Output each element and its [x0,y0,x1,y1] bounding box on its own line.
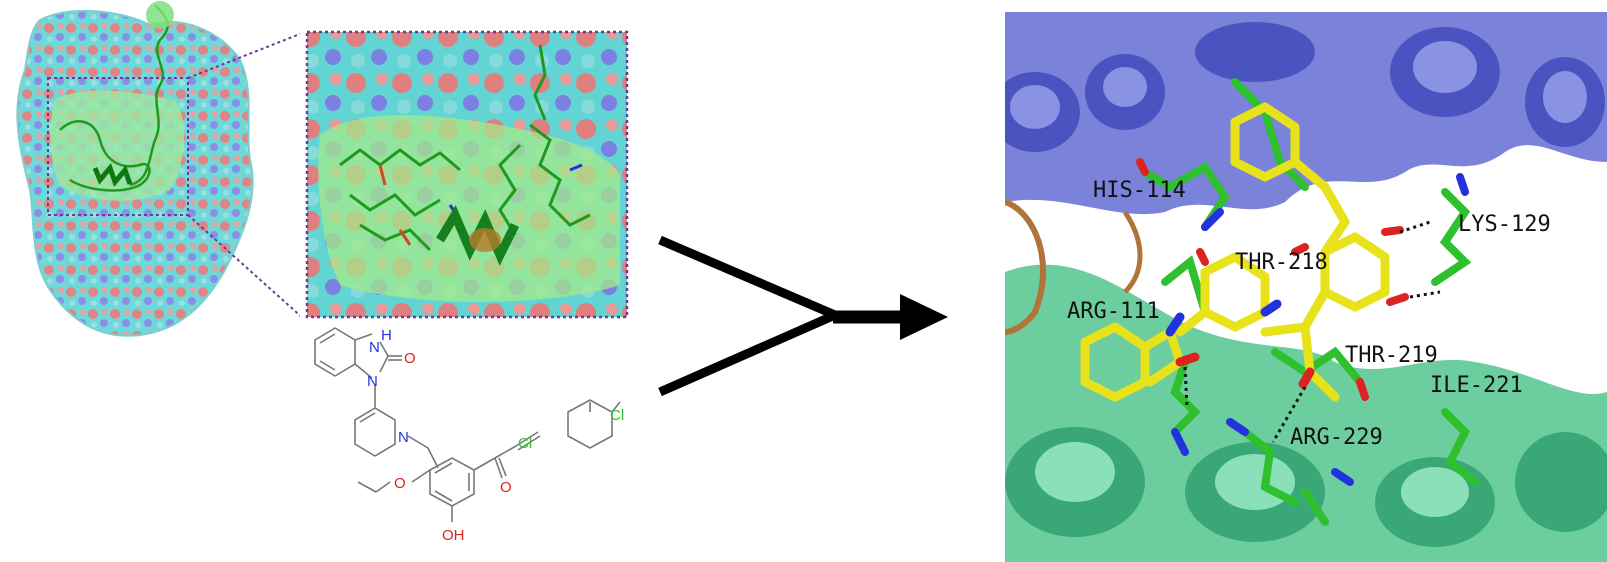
nitrogen-atoms [1171,173,1469,486]
arrow-lower-branch [658,310,837,397]
peptide-contact-surface [50,90,185,201]
residue-label-thr219: THR-219 [1345,343,1438,368]
peptide-terminal-blob [146,1,174,29]
ligand-bonds [314,327,621,522]
atom-label-h: H [381,327,392,344]
binding-site-render: HIS-114 LYS-129 THR-218 ARG-111 THR-219 … [1005,12,1607,562]
merge-arrow [658,235,948,397]
peptide-helix-core [92,163,133,187]
protein-surface-render [16,1,300,337]
zoomed-binding-region [305,30,629,319]
carbonyl-highlight [469,228,501,252]
atom-label-o2: O [394,475,406,492]
brown-loop-2 [1122,210,1143,294]
ligand-sticks [1080,102,1390,402]
peptide-sticks [339,44,591,252]
green-helix-highlights [1035,442,1469,517]
atom-label-n1: N [369,339,380,356]
atom-label-oh: OH [442,527,465,544]
zoom-frame [305,30,629,319]
residue-label-arg229: ARG-229 [1290,425,1383,450]
residue-label-ile221: ILE-221 [1430,373,1523,398]
peptide-tail [129,4,169,187]
residue-label-his114: HIS-114 [1093,178,1186,203]
oxygen-sticks [378,164,412,246]
zoom-connector-bottom [187,214,300,317]
residue-sticks [1141,78,1479,526]
ligand-nitrogen [1165,299,1282,337]
blue-helix-highlights [1010,41,1587,129]
residue-label-arg111: ARG-111 [1067,299,1160,324]
arrow-head-icon [900,294,948,340]
ligand-oxygen [1175,352,1315,389]
peptide-surface-overlay [318,115,620,302]
hydrogen-bonds [1183,220,1441,443]
ligand-2d-structure: H N O N N Cl Cl O O OH [314,327,624,544]
residue-label-lys129: LYS-129 [1458,212,1551,237]
atom-label-cl2: Cl [610,407,624,424]
atom-label-n2: N [367,373,378,390]
arrow-upper-branch [658,235,837,320]
brown-loop [1005,199,1046,335]
residue-label-thr218: THR-218 [1235,250,1328,275]
oxygen-atoms [1136,158,1409,401]
atom-label-o3: O [500,479,512,496]
peptide-helix [59,120,151,192]
atom-label-cl1: Cl [518,435,532,452]
zoom-connector-top [187,32,300,79]
atom-label-o1: O [404,350,416,367]
atom-label-n3: N [398,429,409,446]
